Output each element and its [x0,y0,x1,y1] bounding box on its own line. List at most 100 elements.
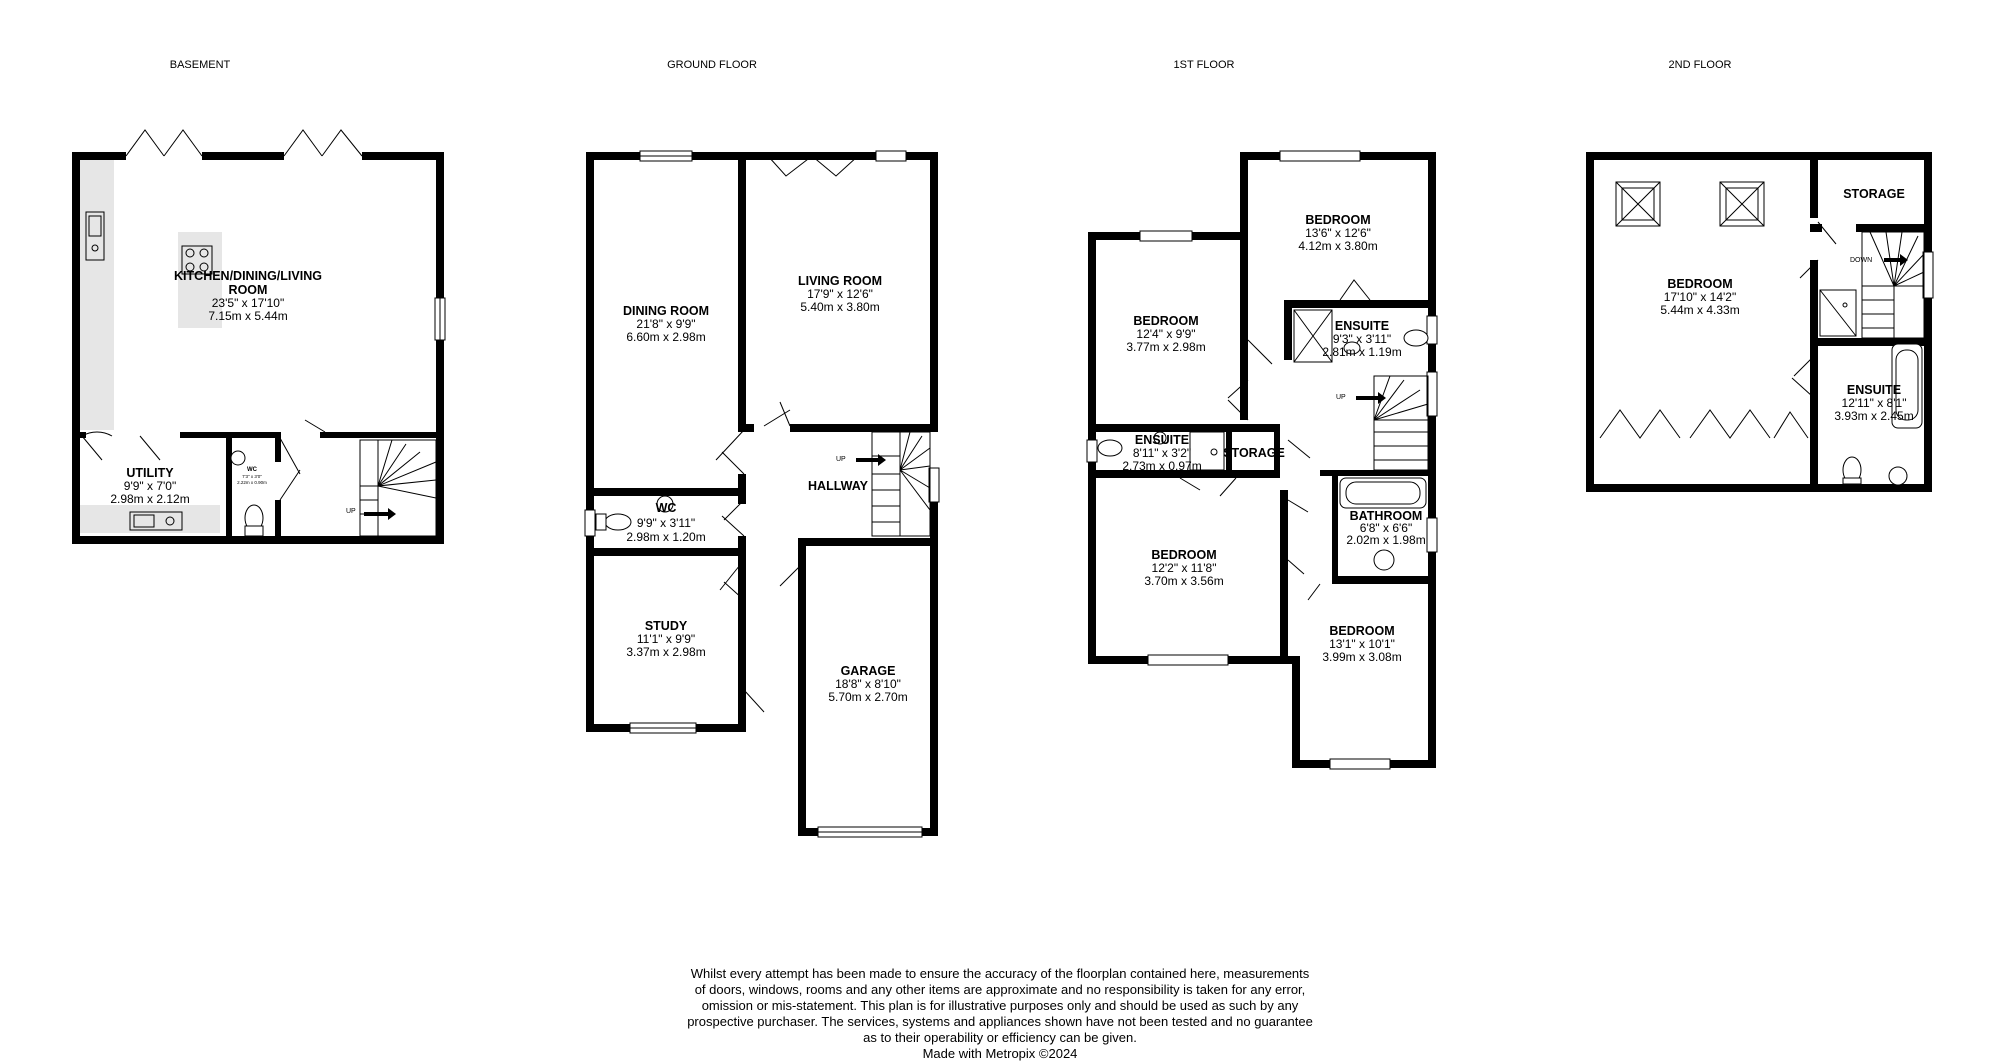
kitchen-island [178,232,222,328]
room-dimensions-imperial: 8'11" x 3'2" [1133,446,1191,460]
room-name: UTILITY [126,466,174,480]
room-dimensions-metric: 5.40m x 3.80m [800,300,879,314]
room-dimensions-imperial: 21'8" x 9'9" [636,317,695,331]
room-dimensions-imperial: 17'9" x 12'6" [807,287,873,301]
hob [181,245,213,275]
room-dimensions-imperial: 11'1" x 9'9" [637,632,695,646]
room-dimensions-imperial: 12'2" x 11'8" [1152,561,1217,575]
ensuite-fittings [1819,289,1923,486]
stairs-up-label: UP [836,456,846,463]
room-name: ROOM [229,283,268,297]
room-name: DINING ROOM [623,304,709,318]
door-swings [715,401,801,713]
room-dimensions-metric: 2.22m x 0.90m [237,480,267,485]
disclaimer-line: as to their operability or efficiency ca… [863,1030,1137,1045]
basement-wc-fittings [230,450,264,537]
stair-arrow [1884,254,1908,266]
bathroom-fittings [1339,477,1427,571]
room-name: BEDROOM [1151,548,1216,562]
room-dimensions-imperial: 13'6" x 12'6" [1305,226,1371,240]
room-dimensions-metric: 5.44m x 4.33m [1660,303,1739,317]
door-swings [1791,221,1837,397]
room-dimensions-imperial: 9'9" x 7'0" [124,479,176,493]
ground-stairs [871,431,931,537]
room-dimensions-imperial: 23'5" x 17'10" [212,296,285,310]
room-dimensions-metric: 2.02m x 1.98m [1346,533,1425,547]
french-doors [767,155,859,177]
room-dimensions-metric: 2.98m x 1.20m [626,530,705,544]
stairs-down-label: DOWN [1850,257,1872,264]
ground-floor-plan: UP DINING ROOM 21'8" x 9'9" 6.60m x 2.98… [584,150,940,838]
basement-stairs [359,439,437,537]
room-name: STUDY [645,619,688,633]
wardrobe-doors [1599,409,1809,439]
room-name: WC [247,467,258,473]
stair-arrow [856,454,886,466]
room-dimensions-metric: 3.93m x 2.45m [1834,409,1913,423]
skylights [1615,181,1765,227]
disclaimer-text: Whilst every attempt has been made to en… [620,966,1380,1062]
room-dimensions-metric: 2.98m x 2.12m [110,492,189,506]
disclaimer-line: Whilst every attempt has been made to en… [690,966,1310,981]
room-dimensions-metric: 3.70m x 3.56m [1144,574,1223,588]
disclaimer-line: of doors, windows, rooms and any other i… [694,982,1306,997]
floor-title-basement: BASEMENT [170,59,231,71]
second-floor-stairs [1861,231,1925,339]
room-dimensions-metric: 4.12m x 3.80m [1298,239,1377,253]
french-doors [125,129,363,157]
room-name: HALLWAY [808,479,869,493]
floor-title-second: 2ND FLOOR [1669,59,1732,71]
door-swings [81,419,326,501]
first-floor-stairs [1373,375,1429,471]
room-name: ENSUITE [1135,433,1189,447]
ensuite-fittings [1293,309,1429,363]
room-name: ENSUITE [1335,319,1389,333]
ensuite-fittings [1097,431,1225,471]
disclaimer-line: prospective purchaser. The services, sys… [687,1014,1313,1029]
room-name: WC [656,501,677,515]
stair-arrow [1356,392,1386,404]
stairs-up-label: UP [346,508,356,515]
room-dimensions-metric: 7.15m x 5.44m [208,309,287,323]
room-name: GARAGE [841,664,896,678]
room-name: BATHROOM [1350,509,1423,523]
metropix-credit: Made with Metropix ©2024 [922,1046,1078,1061]
window [1922,251,1934,299]
room-dimensions-metric: 3.77m x 2.98m [1126,340,1205,354]
floor-title-ground: GROUND FLOOR [667,59,757,71]
room-dimensions-metric: 2.81m x 1.19m [1322,345,1401,359]
kitchen-sink [85,211,105,261]
room-dimensions-metric: 2.73m x 0.97m [1122,459,1201,473]
kitchen-worktop [80,158,114,430]
room-dimensions-metric: 5.70m x 2.70m [828,690,907,704]
stairs-up-label: UP [1336,394,1346,401]
room-name: BEDROOM [1667,277,1732,291]
room-dimensions-imperial: 18'8" x 8'10" [835,677,901,691]
room-name: BEDROOM [1305,213,1370,227]
floor-title-first: 1ST FLOOR [1174,59,1235,71]
second-floor-plan: DOWN STORAGE BEDROOM 17'10" x 14'2" 5.44… [1586,152,1934,492]
room-dimensions-metric: 3.37m x 2.98m [626,645,705,659]
room-name: ENSUITE [1847,383,1901,397]
room-dimensions-imperial: 9'3" x 3'11" [1333,332,1391,346]
disclaimer-line: omission or mis-statement. This plan is … [701,998,1299,1013]
utility-sink [129,511,183,531]
room-dimensions-imperial: 13'1" x 10'1" [1329,637,1395,651]
room-dimensions-imperial: 9'9" x 3'11" [637,516,695,530]
ground-wc-fittings [595,495,674,531]
room-dimensions-imperial: 7'3" x 3'0" [242,474,262,479]
room-name: STORAGE [1843,187,1905,201]
room-name: KITCHEN/DINING/LIVING [174,269,322,283]
first-floor-plan: UP BEDROOM 13'6" x 12'6" 4.12m x 3.80m B… [1086,150,1438,770]
door-swings [1179,279,1371,601]
room-dimensions-imperial: 12'4" x 9'9" [1136,327,1195,341]
room-dimensions-metric: 3.99m x 3.08m [1322,650,1401,664]
stair-arrow [364,508,396,520]
basement-plan: UP KITCHEN/DINING/LIVING ROOM 23'5" x 17… [72,129,446,544]
room-name: STORAGE [1223,446,1285,460]
room-name: BEDROOM [1133,314,1198,328]
utility-worktop [80,505,220,533]
room-dimensions-metric: 6.60m x 2.98m [626,330,705,344]
room-dimensions-imperial: 6'8" x 6'6" [1360,521,1412,535]
room-dimensions-imperial: 17'10" x 14'2" [1664,290,1737,304]
